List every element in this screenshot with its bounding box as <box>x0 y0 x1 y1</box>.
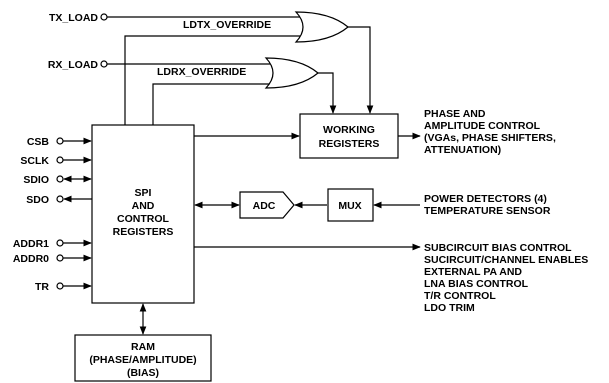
phase-output-line1: PHASE AND <box>424 108 486 120</box>
spi-label-line4: REGISTERS <box>113 226 174 238</box>
mux-label: MUX <box>338 200 361 212</box>
ram-label-line2: (PHASE/AMPLITUDE) <box>89 354 196 366</box>
bias-line1: SUBCIRCUIT BIAS CONTROL <box>424 242 572 254</box>
addr0-pin <box>56 254 64 262</box>
rx-gate-output-wire <box>318 72 337 114</box>
ram-label-line1: RAM <box>131 341 155 353</box>
ldrx-override-wire <box>152 83 270 125</box>
ldtx-override-label: LDTX_OVERRIDE <box>183 19 271 31</box>
phase-output-line2: AMPLITUDE CONTROL <box>424 120 541 132</box>
sdio-label: SDIO <box>23 174 49 186</box>
tx-gate-output-wire <box>348 26 374 114</box>
spi-label-line1: SPI <box>135 187 152 199</box>
addr0-label: ADDR0 <box>13 253 49 265</box>
detectors-line2: TEMPERATURE SENSOR <box>424 205 551 217</box>
spi-control-registers-block <box>91 124 195 304</box>
adc-block <box>239 191 295 219</box>
tx-load-pin <box>100 13 108 21</box>
ram-label-line3: (BIAS) <box>127 367 159 379</box>
detectors-line1: POWER DETECTORS (4) <box>424 193 547 205</box>
spi-label-line3: CONTROL <box>117 213 169 225</box>
sdo-label: SDO <box>26 194 49 206</box>
csb-label: CSB <box>27 136 50 148</box>
tx-or-gate <box>294 11 349 43</box>
csb-pin <box>56 137 64 145</box>
tr-pin <box>56 282 64 290</box>
bias-line3: EXTERNAL PA AND <box>424 266 522 278</box>
sdo-pin <box>56 195 64 203</box>
rx-or-gate <box>264 57 319 89</box>
working-registers-block <box>299 113 399 159</box>
bias-line2: SUCIRCUIT/CHANNEL ENABLES <box>424 254 588 266</box>
ldrx-override-label: LDRX_OVERRIDE <box>157 66 246 78</box>
tx-load-label: TX_LOAD <box>49 12 98 24</box>
addr1-label: ADDR1 <box>13 238 49 250</box>
ldtx-override-wire <box>124 35 300 125</box>
bias-line6: LDO TRIM <box>424 302 475 314</box>
sclk-pin <box>56 156 64 164</box>
bias-line4: LNA BIAS CONTROL <box>424 278 529 290</box>
phase-output-line3: (VGAs, PHASE SHIFTERS, <box>424 132 556 144</box>
working-label-line1: WORKING <box>323 124 375 136</box>
sdio-pin <box>56 175 64 183</box>
working-label-line2: REGISTERS <box>319 138 380 150</box>
addr1-pin <box>56 239 64 247</box>
rx-load-pin <box>100 60 108 68</box>
sclk-label: SCLK <box>20 155 49 167</box>
tr-label: TR <box>35 281 49 293</box>
ram-block <box>74 334 212 382</box>
mux-block <box>327 188 374 222</box>
phase-output-line4: ATTENUATION) <box>424 144 501 156</box>
spi-label-line2: AND <box>132 200 155 212</box>
bias-line5: T/R CONTROL <box>424 290 496 302</box>
rx-load-label: RX_LOAD <box>48 59 99 71</box>
adc-label: ADC <box>253 200 276 212</box>
